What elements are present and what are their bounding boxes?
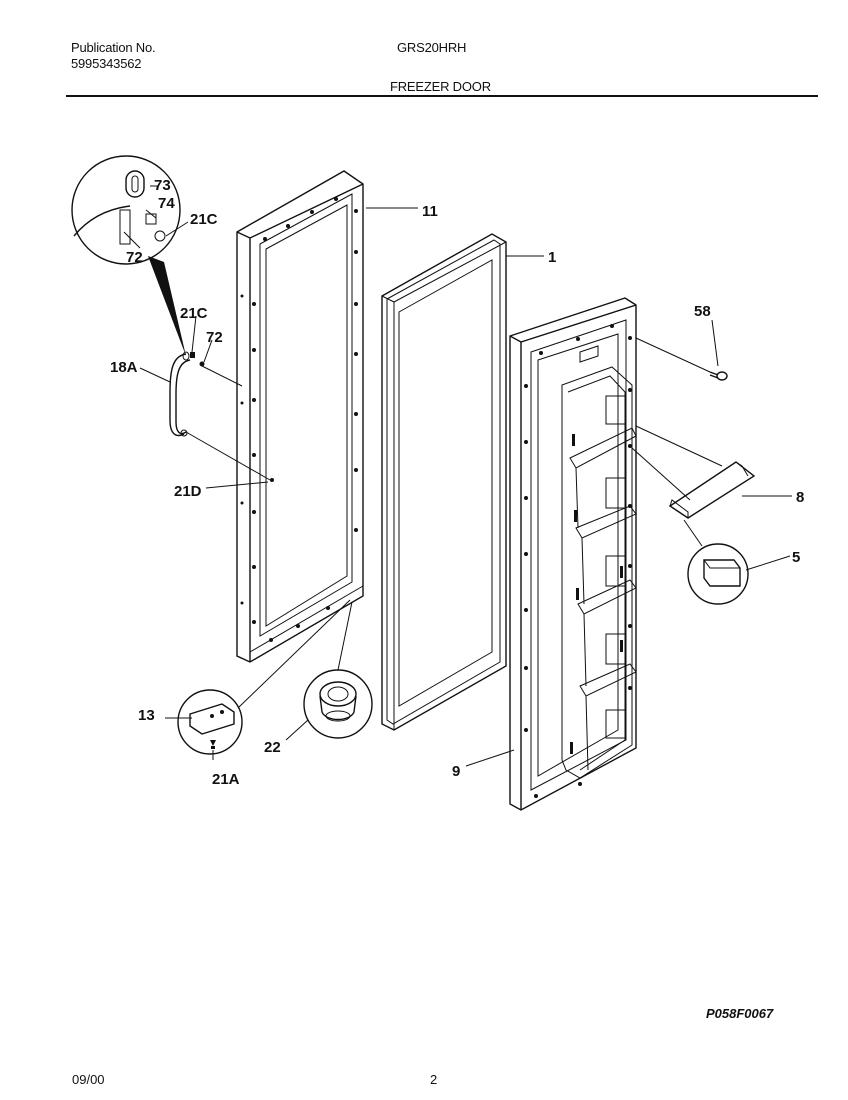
callout-5: 5 [792, 549, 800, 566]
callout-74: 74 [158, 195, 175, 212]
door-gasket [381, 233, 507, 731]
footer-date: 09/00 [72, 1072, 105, 1087]
callout-11: 11 [422, 203, 438, 220]
callout-21d: 21D [174, 483, 202, 500]
callout-58: 58 [694, 303, 711, 320]
handle-detail-circle [71, 155, 186, 356]
callout-72: 72 [206, 329, 223, 346]
callout-21a: 21A [212, 771, 240, 788]
callout-22: 22 [264, 739, 281, 756]
door-handle [169, 351, 191, 437]
publication-number: 5995343562 [71, 56, 142, 71]
outer-door-panel [236, 170, 364, 663]
callout-72-detail: 72 [126, 249, 143, 266]
hinge-detail-circle [177, 689, 243, 755]
callout-9: 9 [452, 763, 460, 780]
footer-page-number: 2 [430, 1072, 438, 1087]
callout-21c-detail: 21C [190, 211, 218, 228]
inner-door-liner [509, 297, 637, 811]
bushing-detail-circle [303, 669, 373, 739]
callout-73: 73 [154, 177, 171, 194]
handle-screws [190, 352, 274, 482]
callout-13: 13 [138, 707, 155, 724]
screw-part-58 [709, 371, 728, 381]
header-divider [66, 95, 818, 97]
callout-labels: 73 74 21C 72 11 1 58 21C 72 18A 21D 8 5 … [110, 177, 804, 788]
section-title: FREEZER DOOR [390, 79, 491, 94]
callout-1: 1 [548, 249, 556, 266]
publication-label: Publication No. [71, 40, 156, 55]
callout-21c: 21C [180, 305, 208, 322]
model-number: GRS20HRH [397, 40, 467, 55]
callout-18a: 18A [110, 359, 138, 376]
shelf-retainer-bar [668, 461, 756, 519]
clip-detail-circle [687, 543, 749, 605]
callout-8: 8 [796, 489, 804, 506]
diagram-code: P058F0067 [706, 1006, 774, 1021]
leader-lines [123, 185, 792, 767]
